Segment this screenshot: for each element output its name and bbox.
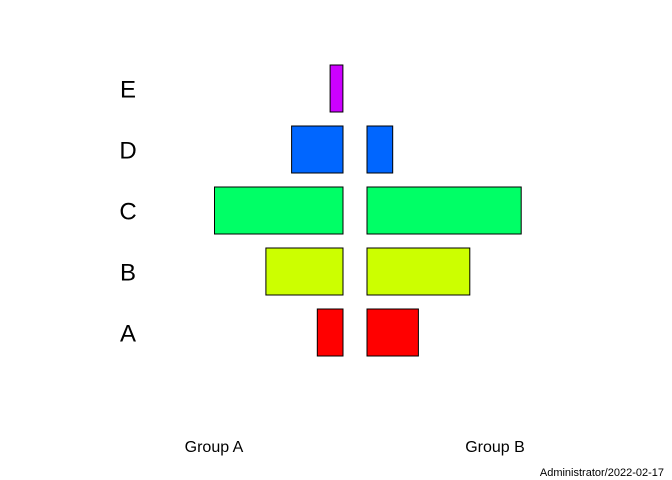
bar-group-b-c [366,186,522,235]
group-b-label: Group B [465,439,525,456]
footer-credit: Administrator/2022-02-17 [540,467,664,479]
bar-group-a-b [265,247,344,296]
category-label-d: D [119,138,136,165]
group-b-bars [366,125,522,357]
group-a-bars [214,64,344,357]
category-label-b: B [120,260,136,287]
bar-group-a-d [291,125,344,174]
category-label-e: E [120,77,136,104]
bar-group-a-c [214,186,344,235]
bar-group-b-d [366,125,394,174]
bar-group-b-a [366,308,419,357]
category-label-a: A [120,321,136,348]
bar-group-a-a [316,308,344,357]
bar-group-b-b [366,247,471,296]
group-a-label: Group A [185,439,244,456]
category-label-c: C [119,199,136,226]
category-labels: A B C D E [119,77,136,348]
bar-group-a-e [329,64,344,113]
